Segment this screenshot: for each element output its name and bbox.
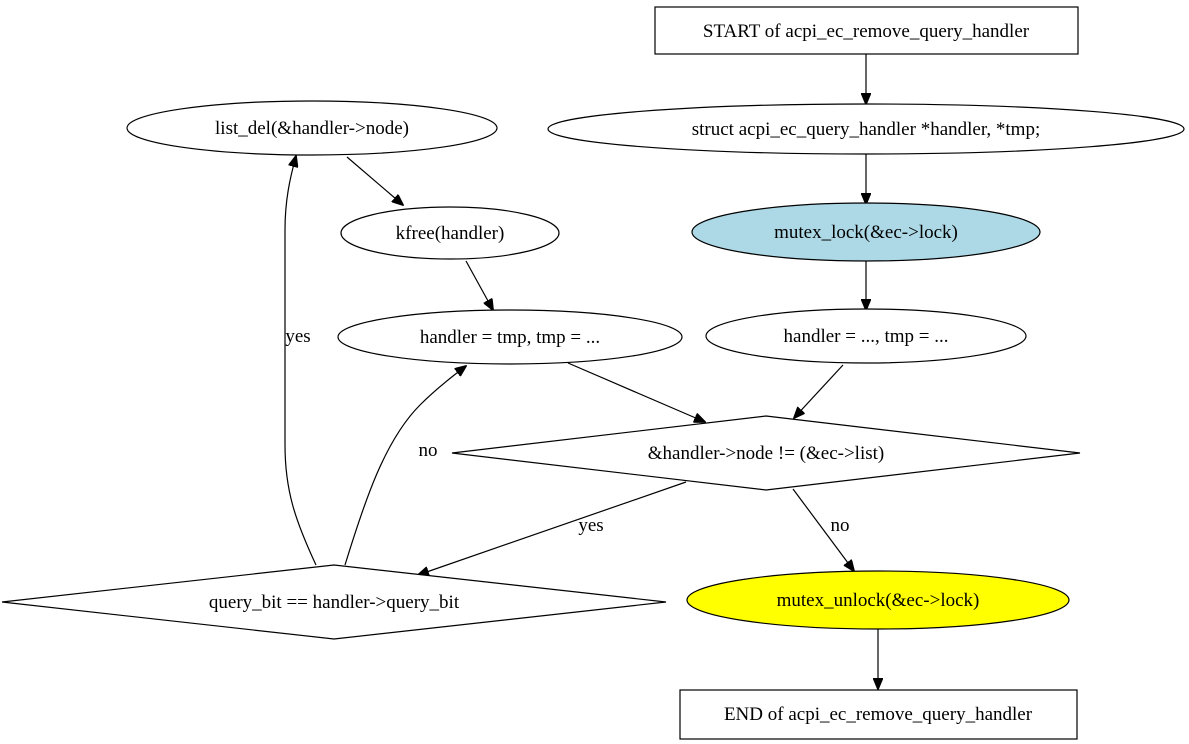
edge-label-bit-yes: yes (285, 326, 310, 347)
node-init: handler = ..., tmp = ... (705, 308, 1027, 364)
edges (284, 54, 878, 689)
node-list-del-label: list_del(&handler->node) (215, 118, 409, 139)
node-advance-label: handler = tmp, tmp = ... (420, 327, 600, 348)
edge-cond-loop-yes-to-cond-bit (418, 481, 687, 575)
edge-init-to-cond-loop (794, 364, 844, 418)
node-unlock: mutex_unlock(&ec->lock) (686, 570, 1070, 630)
node-kfree: kfree(handler) (340, 206, 560, 260)
node-list-del: list_del(&handler->node) (126, 100, 498, 156)
node-cond-loop-label: &handler->node != (&ec->list) (648, 443, 884, 464)
node-advance: handler = tmp, tmp = ... (337, 309, 683, 365)
node-kfree-label: kfree(handler) (396, 223, 505, 244)
node-lock: mutex_lock(&ec->lock) (691, 202, 1041, 262)
node-start: START of acpi_ec_remove_query_handler (654, 6, 1079, 55)
node-init-label: handler = ..., tmp = ... (784, 326, 949, 347)
node-end-label: END of acpi_ec_remove_query_handler (724, 704, 1033, 725)
edge-cond-bit-no-to-advance (344, 366, 466, 566)
edge-label-bit-no: no (419, 440, 438, 461)
node-decl: struct acpi_ec_query_handler *handler, *… (547, 103, 1185, 155)
node-end: END of acpi_ec_remove_query_handler (679, 689, 1078, 740)
node-lock-label: mutex_lock(&ec->lock) (774, 222, 958, 243)
node-cond-loop: &handler->node != (&ec->list) (451, 415, 1081, 491)
edge-cond-loop-no-to-unlock (792, 488, 854, 571)
edge-advance-to-cond-loop (567, 362, 705, 422)
node-unlock-label: mutex_unlock(&ec->lock) (777, 590, 980, 611)
edge-label-loop-yes: yes (578, 515, 603, 536)
edge-list-del-to-kfree (346, 156, 403, 205)
edge-label-loop-no: no (831, 515, 850, 536)
edge-labels: yes no yes no (285, 326, 849, 536)
node-cond-bit: query_bit == handler->query_bit (1, 564, 667, 640)
node-decl-label: struct acpi_ec_query_handler *handler, *… (692, 119, 1041, 140)
edge-kfree-to-advance (465, 260, 493, 310)
node-start-label: START of acpi_ec_remove_query_handler (703, 21, 1030, 42)
node-cond-bit-label: query_bit == handler->query_bit (209, 592, 460, 613)
edge-cond-bit-yes-to-list-del (284, 156, 317, 566)
